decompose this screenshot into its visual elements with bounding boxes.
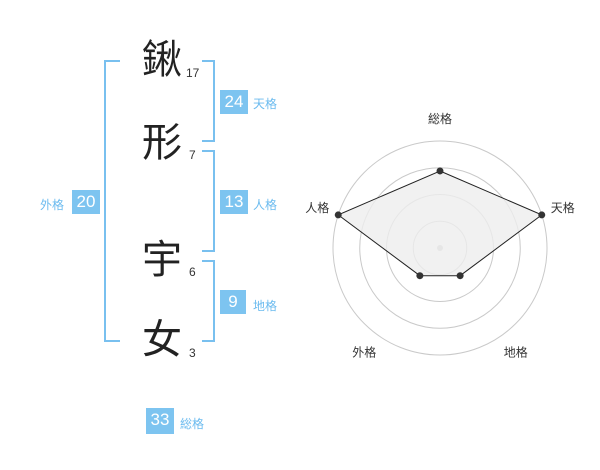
radar-axis-label-4: 外格 bbox=[352, 344, 376, 359]
radar-series bbox=[334, 167, 546, 280]
tenkaku-value: 24 bbox=[220, 90, 248, 114]
radar-axis-label-2: 天格 bbox=[551, 200, 575, 215]
chikaku-label: 地格 bbox=[253, 299, 278, 313]
radar-axis-label-5: 人格 bbox=[305, 200, 329, 215]
radar-point-2 bbox=[538, 211, 546, 219]
name-char-3: 宇 bbox=[142, 237, 182, 283]
name-char-2: 形 bbox=[142, 120, 182, 166]
jinkaku-label: 人格 bbox=[253, 198, 278, 212]
stroke-count-3: 6 bbox=[189, 265, 196, 279]
stroke-count-1: 17 bbox=[186, 66, 200, 80]
gaikaku-label: 外格 bbox=[40, 198, 65, 212]
tenkaku-label: 天格 bbox=[253, 97, 278, 111]
radar-point-3 bbox=[456, 272, 464, 280]
radar-point-1 bbox=[436, 167, 444, 175]
radar-axis-label-1: 総格 bbox=[428, 111, 452, 126]
soukaku-value: 33 bbox=[146, 408, 174, 434]
chikaku-value: 9 bbox=[220, 290, 246, 314]
tenkaku-bracket bbox=[202, 60, 215, 142]
radar-point-4 bbox=[416, 272, 424, 280]
gaikaku-value: 20 bbox=[72, 190, 100, 214]
chikaku-bracket bbox=[202, 260, 215, 342]
stroke-count-4: 3 bbox=[189, 346, 196, 360]
soukaku-label: 総格 bbox=[180, 417, 205, 431]
jinkaku-value: 13 bbox=[220, 190, 248, 214]
name-char-1: 鍬 bbox=[142, 37, 182, 83]
radar-polygon bbox=[337, 170, 543, 277]
radar-axis-label-3: 地格 bbox=[504, 344, 528, 359]
radar-ring bbox=[332, 140, 548, 356]
stroke-count-2: 7 bbox=[189, 148, 196, 162]
radar-point-5 bbox=[334, 211, 342, 219]
gaikaku-bracket bbox=[104, 60, 120, 342]
name-char-4: 女 bbox=[142, 317, 182, 363]
jinkaku-bracket bbox=[202, 150, 215, 252]
